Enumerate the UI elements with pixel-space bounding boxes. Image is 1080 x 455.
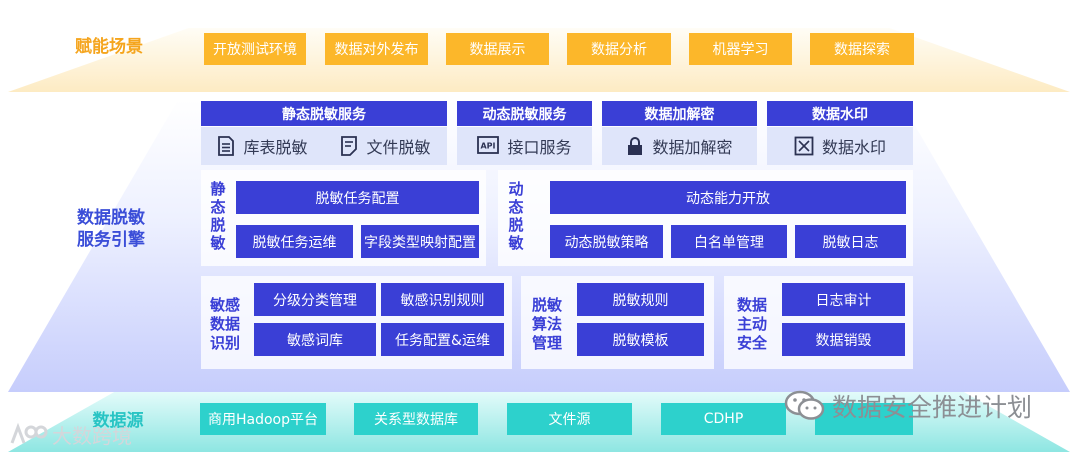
data-destruction: 数据销毁 bbox=[782, 323, 905, 356]
classification-management: 分级分类管理 bbox=[254, 283, 376, 316]
masking-log: 脱敏日志 bbox=[795, 225, 906, 258]
whitelist-management: 白名单管理 bbox=[671, 225, 787, 258]
document-icon bbox=[341, 136, 358, 156]
api-icon: API bbox=[477, 136, 500, 154]
masking-rules: 脱敏规则 bbox=[577, 283, 704, 316]
source-box: 关系型数据库 bbox=[354, 403, 478, 435]
field-type-mapping-config: 字段类型映射配置 bbox=[361, 225, 479, 258]
sensitive-word-library: 敏感词库 bbox=[254, 323, 376, 356]
source-box bbox=[815, 403, 913, 435]
svg-text:API: API bbox=[481, 142, 496, 151]
api-service-label: 接口服务 bbox=[507, 138, 572, 157]
encrypt-label: 数据加解密 bbox=[652, 138, 733, 157]
scenario-box: 开放测试环境 bbox=[204, 33, 306, 65]
encrypt-item: 数据加解密 bbox=[626, 134, 733, 158]
active-security-label: 数据 主动 安全 bbox=[736, 296, 767, 352]
scenario-box: 数据分析 bbox=[567, 33, 671, 65]
dynamic-service-header: 动态脱敏服务 bbox=[457, 101, 592, 126]
brand-watermark-text: 大数跨境 bbox=[52, 424, 132, 448]
sensitive-data-label: 敏感 数据 识别 bbox=[209, 296, 240, 352]
file-masking-item: 文件脱敏 bbox=[340, 134, 431, 158]
scenario-box: 机器学习 bbox=[689, 33, 792, 65]
lock-icon bbox=[628, 137, 643, 155]
dynamic-engine-label: 动态脱敏 bbox=[508, 180, 524, 252]
watermark-icon bbox=[794, 136, 814, 156]
encrypt-service-header: 数据加解密 bbox=[602, 101, 757, 126]
dynamic-masking-policy: 动态脱敏策略 bbox=[550, 225, 663, 258]
source-box: 文件源 bbox=[507, 403, 632, 435]
dynamic-capability-open: 动态能力开放 bbox=[550, 181, 906, 214]
log-audit: 日志审计 bbox=[782, 283, 905, 316]
source-box: 商用Hadoop平台 bbox=[200, 403, 326, 435]
sensitive-identification-rules: 敏感识别规则 bbox=[381, 283, 504, 316]
masking-task-config: 脱敏任务配置 bbox=[236, 181, 479, 214]
scenario-box: 数据对外发布 bbox=[325, 33, 428, 65]
engine-layer-label-line1: 数据脱敏 bbox=[77, 208, 145, 228]
algorithm-label: 脱敏 算法 管理 bbox=[531, 296, 562, 352]
account-watermark: 数据安全推进计划 bbox=[784, 388, 1032, 424]
task-config-ops: 任务配置&运维 bbox=[381, 323, 504, 356]
static-service-header: 静态脱敏服务 bbox=[201, 101, 447, 126]
api-service-item: API 接口服务 bbox=[477, 134, 572, 158]
brand-watermark: 大数跨境 bbox=[8, 420, 132, 449]
masking-task-ops: 脱敏任务运维 bbox=[236, 225, 353, 258]
encrypt-service-panel: 数据加解密 bbox=[602, 127, 757, 165]
scenario-box: 数据探索 bbox=[810, 33, 914, 65]
watermark-service-panel: 数据水印 bbox=[767, 127, 913, 165]
source-box: CDHP bbox=[661, 403, 786, 435]
table-masking-label: 库表脱敏 bbox=[243, 138, 308, 157]
dynamic-service-panel: API 接口服务 bbox=[457, 127, 592, 165]
table-masking-item: 库表脱敏 bbox=[217, 134, 308, 158]
engine-layer-label-line2: 服务引擎 bbox=[77, 230, 145, 250]
file-masking-label: 文件脱敏 bbox=[366, 138, 431, 157]
watermark-service-header: 数据水印 bbox=[767, 101, 913, 126]
watermark-label: 数据水印 bbox=[821, 138, 886, 157]
watermark-item: 数据水印 bbox=[794, 134, 886, 158]
wechat-icon bbox=[784, 390, 825, 420]
source-layer-label: 数据源 bbox=[92, 411, 144, 431]
database-icon bbox=[218, 136, 235, 156]
scenario-box: 数据展示 bbox=[446, 33, 549, 65]
brand-logo-icon bbox=[10, 422, 48, 444]
masking-templates: 脱敏模板 bbox=[577, 323, 704, 356]
scenario-layer-label: 赋能场景 bbox=[75, 37, 143, 57]
static-service-panel: 库表脱敏 文件脱敏 bbox=[201, 127, 447, 165]
static-engine-label: 静态脱敏 bbox=[210, 180, 226, 252]
engine-layer-label: 数据脱敏 服务引擎 bbox=[66, 207, 156, 251]
account-watermark-text: 数据安全推进计划 bbox=[832, 393, 1033, 422]
